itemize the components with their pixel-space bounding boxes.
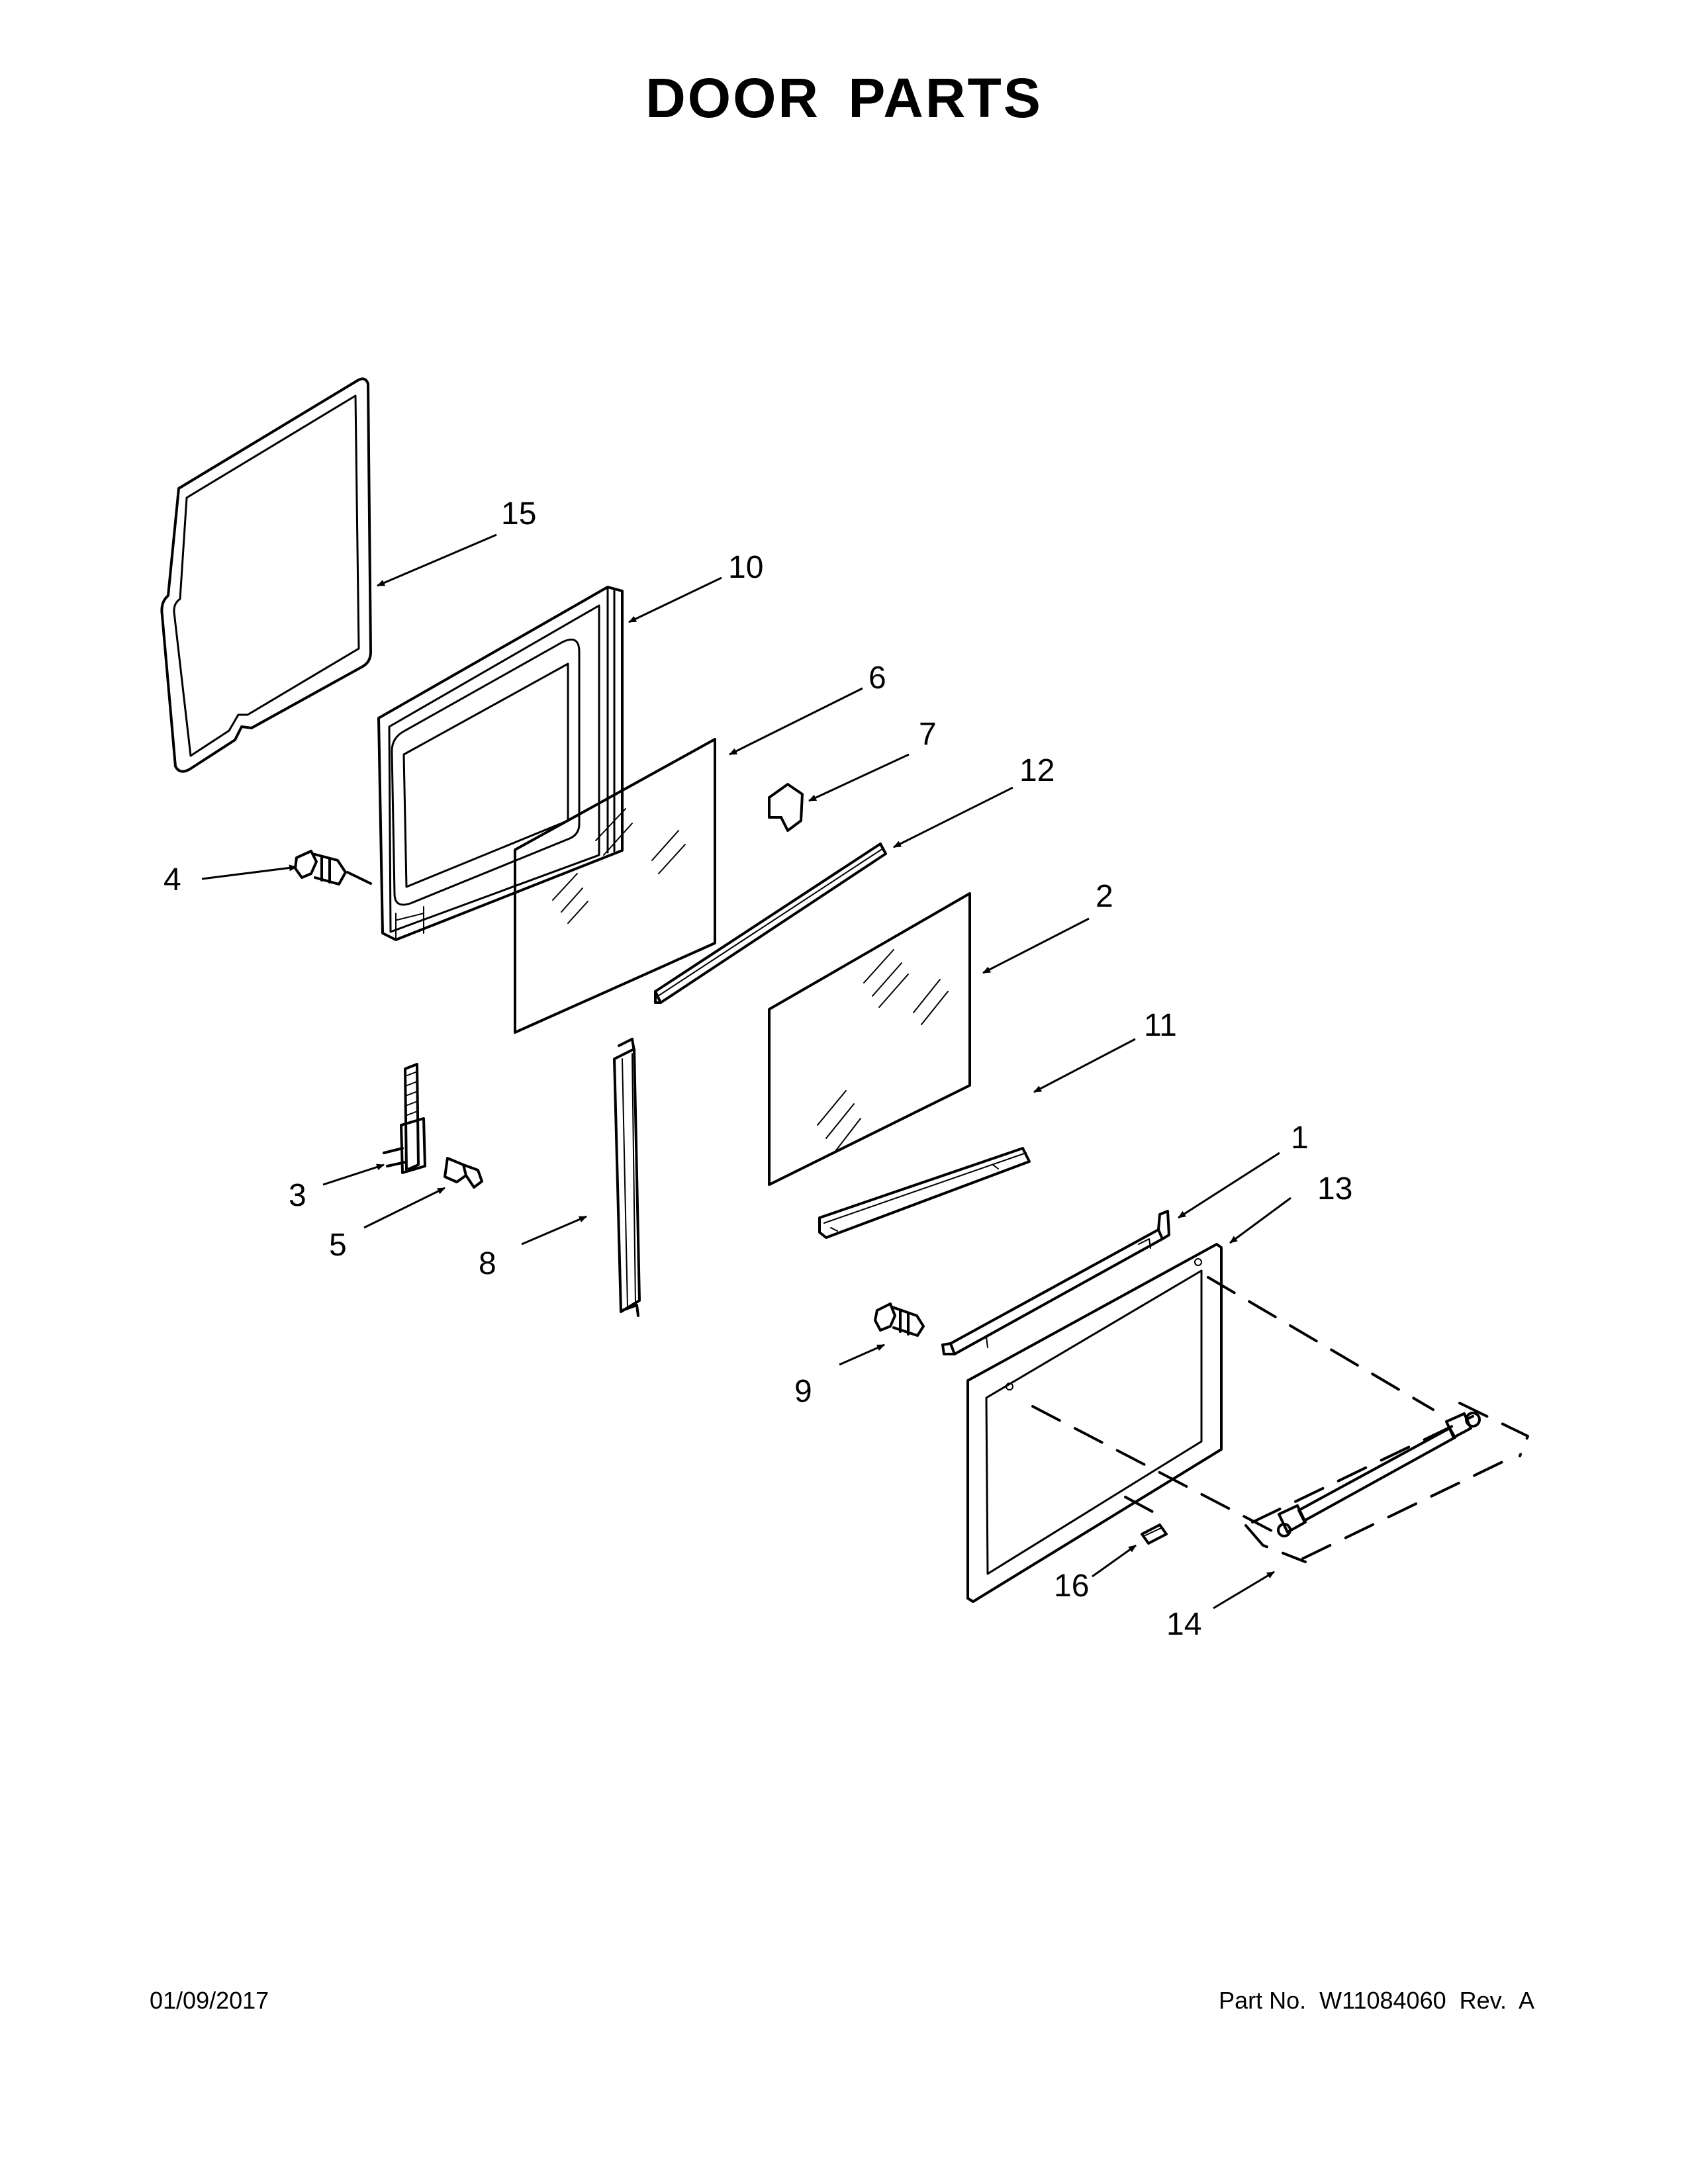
callout-16: 16 <box>1054 1569 1089 1604</box>
side-bracket-part <box>613 1038 641 1317</box>
handle-end-cap-part <box>1141 1524 1168 1545</box>
outer-door-panel-part <box>966 1243 1223 1603</box>
bottom-channel-part <box>818 1147 1031 1239</box>
top-trim-part <box>941 1210 1170 1355</box>
callout-10: 10 <box>728 550 763 585</box>
callout-2: 2 <box>1096 879 1113 914</box>
top-channel-part <box>654 842 887 1004</box>
hinge-part <box>383 1063 426 1174</box>
handle-part <box>1277 1412 1481 1537</box>
callout-3: 3 <box>289 1178 306 1213</box>
callout-12: 12 <box>1019 753 1055 788</box>
callout-13: 13 <box>1317 1171 1352 1206</box>
callout-14: 14 <box>1166 1607 1201 1642</box>
door-gasket-part <box>160 377 372 773</box>
clip-part <box>768 783 804 832</box>
callout-4: 4 <box>164 862 181 897</box>
callout-labels: 15 10 6 7 12 4 2 11 1 3 13 5 8 9 16 14 <box>164 496 1352 1642</box>
inner-door-liner-part <box>377 586 624 941</box>
callout-7: 7 <box>919 717 937 752</box>
footer-date: 01/09/2017 <box>150 1987 269 2014</box>
footer-part-number: Part No. W11084060 Rev. A <box>1219 1987 1534 2014</box>
callout-1: 1 <box>1291 1120 1309 1156</box>
callout-5: 5 <box>329 1228 347 1263</box>
callout-8: 8 <box>479 1246 496 1281</box>
leader-arrows <box>201 533 1291 1610</box>
outer-glass-part <box>768 892 971 1186</box>
callout-15: 15 <box>501 496 536 531</box>
alignment-lines <box>1031 1276 1529 1563</box>
callout-6: 6 <box>868 660 886 696</box>
hinge-screw-part <box>294 850 372 886</box>
callout-9: 9 <box>794 1374 812 1409</box>
glass-pane-part <box>514 738 716 1034</box>
door-screw-part <box>874 1302 925 1337</box>
callout-11: 11 <box>1144 1008 1177 1043</box>
page-title: DOOR PARTS <box>645 67 1043 129</box>
hinge-pin-part <box>444 1157 483 1189</box>
